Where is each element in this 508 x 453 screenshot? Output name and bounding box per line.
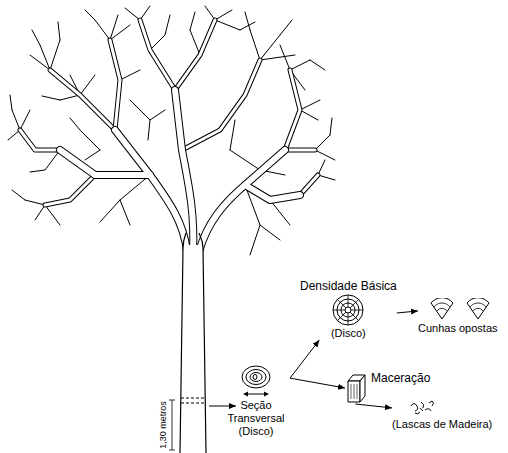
node-label: Seção Transversal (Disco) (222, 399, 290, 438)
sample-arrow (209, 406, 236, 407)
connector-arrow (397, 311, 418, 313)
dimension-label: 1,30 metros (158, 401, 169, 449)
node-label: Densidade Básica (300, 280, 397, 293)
node-label: Cunhas opostas (418, 322, 498, 335)
twigs (8, 6, 335, 255)
disc-icon (240, 365, 272, 399)
connector-arrow (290, 340, 319, 378)
wood-chips-icon (407, 398, 437, 418)
connector-arrow (355, 404, 392, 408)
node-label: (Lascas de Madeira) (392, 418, 492, 431)
node-label: Maceração (371, 372, 430, 385)
dimension-line (169, 400, 175, 450)
node-label: (Disco) (300, 327, 397, 340)
disc-icon (331, 293, 365, 327)
height-mark (181, 398, 205, 403)
trunk (180, 245, 206, 453)
density-node: Densidade Básica (Disco) (300, 280, 397, 340)
wedge-icon (423, 298, 493, 322)
cross-section-node: Seção Transversal (Disco) (222, 365, 290, 438)
connector-arrow (290, 378, 345, 388)
maceration-node: Maceração (345, 372, 430, 404)
wedges-node: Cunhas opostas (418, 298, 498, 335)
wood-block-icon (345, 372, 367, 404)
chips-node: (Lascas de Madeira) (392, 398, 492, 431)
trunk-outline (180, 233, 206, 453)
